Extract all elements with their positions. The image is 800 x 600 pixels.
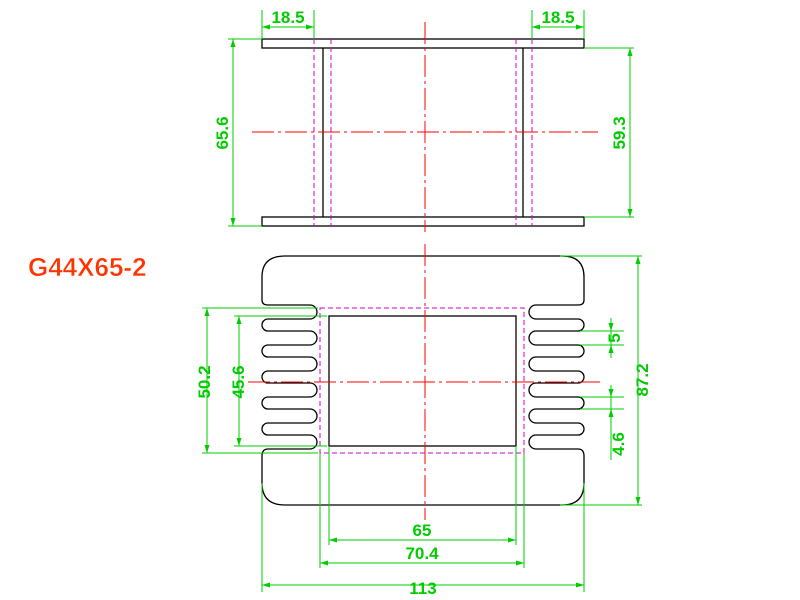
dim-window-height-inner: 45.6 [229, 365, 248, 398]
bottom-flange [261, 216, 585, 227]
dim-overall-width: 113 [409, 579, 436, 598]
dim-slot-width: 4.6 [609, 432, 628, 456]
part-title: G44X65-2 [28, 252, 147, 282]
bobbin-outline [261, 255, 585, 506]
dim-overall-height: 65.6 [213, 116, 232, 149]
dim-inner-height: 59.3 [610, 116, 629, 149]
core-window [328, 315, 517, 447]
bottom-view: 50.2 45.6 87.2 5 4.6 65 [195, 244, 652, 598]
dim-window-height-outer: 50.2 [195, 365, 214, 398]
dim-overall-depth: 87.2 [633, 363, 652, 396]
dim-core-width: 70.4 [405, 544, 439, 563]
top-flange [261, 38, 585, 49]
dim-slot-pitch: 5 [605, 333, 624, 342]
top-view: 18.5 18.5 65.6 59.3 [213, 8, 634, 232]
dim-flange-left: 18.5 [271, 8, 304, 27]
dim-flange-right: 18.5 [541, 8, 574, 27]
dim-window-width: 65 [413, 521, 432, 540]
hidden-core-outline [319, 307, 525, 454]
